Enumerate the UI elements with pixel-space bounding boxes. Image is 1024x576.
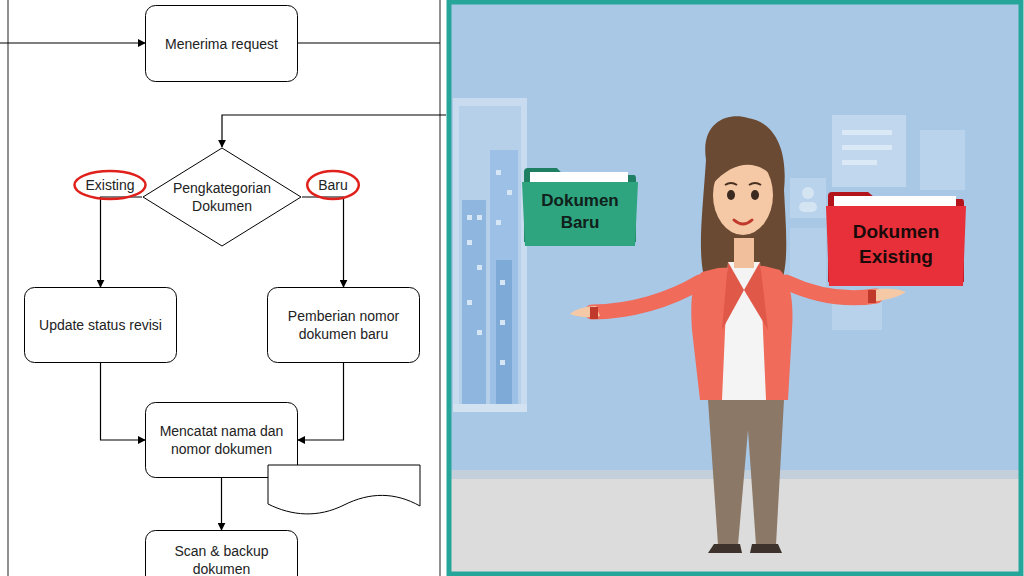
flow-connector	[302, 197, 344, 287]
flow-connector	[221, 478, 222, 530]
node-label: Dokumen Baru	[532, 190, 628, 234]
node-text-group: Menerima request	[165, 35, 278, 53]
decision-diamond-outline	[142, 147, 302, 247]
edge-label: Baru	[316, 177, 350, 193]
node-label: Dokumen Existing	[836, 219, 956, 269]
folder: Dokumen Baru	[522, 166, 638, 246]
box-outline	[146, 6, 298, 82]
node-label: Menerima request	[165, 35, 278, 53]
process-box-outline	[145, 402, 298, 478]
process-box: Mencatat nama dan nomor dokumen	[145, 402, 298, 478]
process-box-outline	[267, 287, 420, 363]
node-text-group: Pengkategorian Dokumen	[170, 179, 274, 215]
decision-diamond: Pengkategorian Dokumen	[142, 147, 302, 247]
node-text-group: Update status revisi	[39, 316, 162, 334]
box-outline	[146, 403, 298, 478]
process-box: Update status revisi	[24, 287, 177, 363]
flow-connector	[298, 363, 344, 440]
node-label: Pemberian nomor dokumen baru	[281, 307, 406, 343]
node-text-group: Dokumen Baru	[532, 190, 628, 234]
highlight-circle	[307, 171, 359, 199]
highlight-circle	[74, 171, 145, 199]
box-outline	[25, 288, 177, 363]
flow-connector	[101, 363, 146, 440]
scene	[449, 2, 1021, 574]
flow-connector	[101, 197, 143, 287]
folder-front	[826, 206, 966, 286]
diamond-outline	[143, 148, 301, 246]
process-box: Pemberian nomor dokumen baru	[267, 287, 420, 363]
return-arrow	[222, 115, 446, 147]
process-box: Scan & backup dokumen	[145, 530, 298, 576]
process-box: Menerima request	[145, 5, 298, 82]
node-text-group: Dokumen Existing	[836, 219, 956, 269]
node-label: Pengkategorian Dokumen	[170, 179, 274, 215]
outgoing-line	[298, 42, 440, 43]
folder: Dokumen Existing	[826, 190, 966, 286]
node-text-group: Scan & backup dokumen	[167, 542, 277, 576]
box-outline	[268, 288, 420, 363]
node-label: Mencatat nama dan nomor dokumen	[157, 422, 287, 458]
node-label: Update status revisi	[39, 316, 162, 334]
edge-label: Existing	[83, 177, 136, 193]
node-text-group: Pemberian nomor dokumen baru	[281, 307, 406, 343]
box-outline	[146, 531, 298, 576]
panel-border	[449, 2, 1021, 574]
node-label: Scan & backup dokumen	[167, 542, 277, 576]
incoming-arrow	[0, 42, 145, 43]
folder-front	[522, 182, 638, 246]
lane-line	[8, 0, 9, 576]
node-text-group: Mencatat nama dan nomor dokumen	[157, 422, 287, 458]
lane-line	[440, 0, 441, 576]
